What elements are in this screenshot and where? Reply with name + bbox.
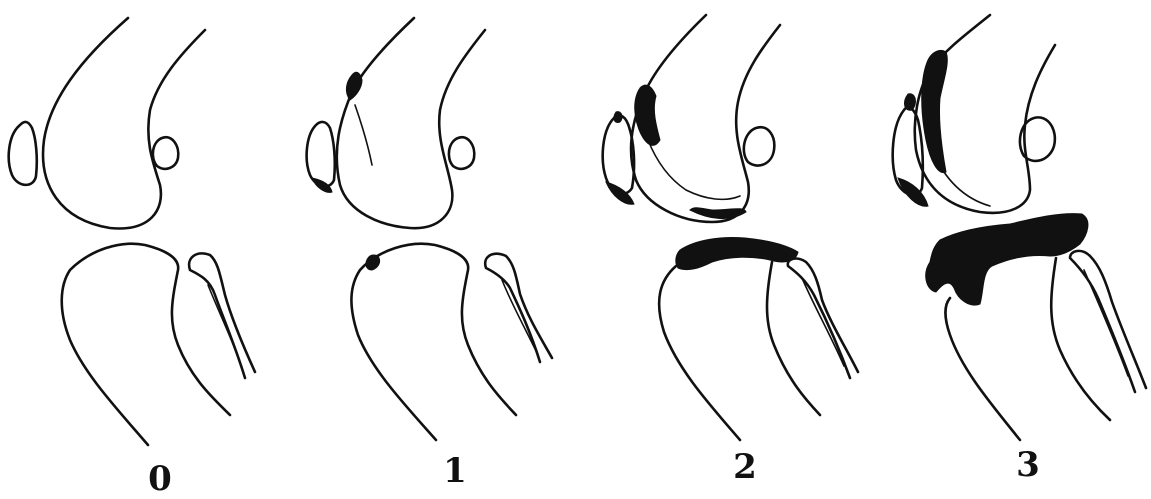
patella-osteophyte-top	[905, 94, 916, 110]
femur-osteophyte	[346, 72, 362, 100]
fibula-outline	[788, 259, 858, 378]
stage-0-drawing	[9, 18, 255, 445]
patella	[307, 122, 335, 186]
fibula-outline	[189, 253, 255, 378]
patella-osteophyte-top	[614, 112, 622, 123]
femur-outline	[337, 18, 485, 228]
tibia-outline	[659, 262, 820, 440]
stage-label-3: 3	[1016, 445, 1040, 485]
tibia-plateau-osteophyte	[676, 238, 798, 270]
stage-3-drawing	[893, 15, 1146, 440]
stage-label-2: 2	[733, 447, 757, 487]
tibia-plateau-destruction	[926, 214, 1088, 305]
femur-condyle-sclerosis	[690, 208, 746, 219]
stage-1-drawing	[307, 18, 552, 440]
fabella	[449, 137, 474, 169]
femur-inner-line	[648, 140, 740, 199]
patella	[9, 122, 37, 185]
fabella	[744, 127, 774, 165]
fibula-inner-line	[802, 278, 844, 366]
fibula-outline	[1070, 251, 1146, 392]
fabella	[153, 137, 178, 169]
tibia-outline	[62, 244, 230, 445]
stage-2-drawing	[603, 15, 858, 440]
stage-label-1: 1	[443, 451, 467, 491]
femur-outline	[43, 18, 205, 228]
femur-inner-line	[355, 105, 372, 165]
tibia-outline	[351, 244, 516, 440]
tibia-osteophyte	[366, 255, 380, 270]
femur-osteophyte	[635, 85, 660, 145]
stage-label-0: 0	[148, 459, 172, 499]
patella-osteophyte	[606, 182, 634, 204]
fibula-outline	[485, 254, 552, 362]
